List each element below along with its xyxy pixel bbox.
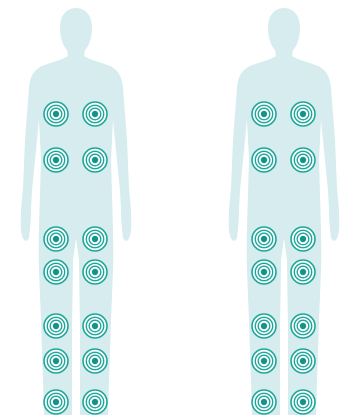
concentric-circle-target-icon: [291, 148, 315, 172]
concentric-circle-target-icon: [83, 260, 107, 284]
concentric-circle-target-icon: [252, 314, 276, 338]
concentric-circle-target-icon: [44, 314, 68, 338]
concentric-circle-target-icon: [44, 148, 68, 172]
concentric-circle-target-icon: [44, 227, 68, 251]
concentric-circle-target-icon: [83, 227, 107, 251]
concentric-circle-target-icon: [44, 349, 68, 373]
concentric-circle-target-icon: [83, 349, 107, 373]
concentric-circle-target-icon: [44, 390, 68, 414]
concentric-circle-target-icon: [44, 260, 68, 284]
human-silhouette: [229, 8, 340, 415]
concentric-circle-target-icon: [83, 314, 107, 338]
concentric-circle-target-icon: [252, 349, 276, 373]
figure-right: [229, 8, 340, 415]
concentric-circle-target-icon: [252, 102, 276, 126]
concentric-circle-target-icon: [252, 227, 276, 251]
concentric-circle-target-icon: [252, 390, 276, 414]
concentric-circle-target-icon: [291, 260, 315, 284]
concentric-circle-target-icon: [252, 260, 276, 284]
concentric-circle-target-icon: [291, 390, 315, 414]
concentric-circle-target-icon: [291, 102, 315, 126]
concentric-circle-target-icon: [83, 148, 107, 172]
concentric-circle-target-icon: [291, 349, 315, 373]
concentric-circle-target-icon: [252, 148, 276, 172]
figure-left: [21, 8, 132, 415]
concentric-circle-target-icon: [83, 390, 107, 414]
concentric-circle-target-icon: [44, 102, 68, 126]
concentric-circle-target-icon: [83, 102, 107, 126]
concentric-circle-target-icon: [291, 314, 315, 338]
concentric-circle-target-icon: [291, 227, 315, 251]
human-silhouette: [21, 8, 132, 415]
